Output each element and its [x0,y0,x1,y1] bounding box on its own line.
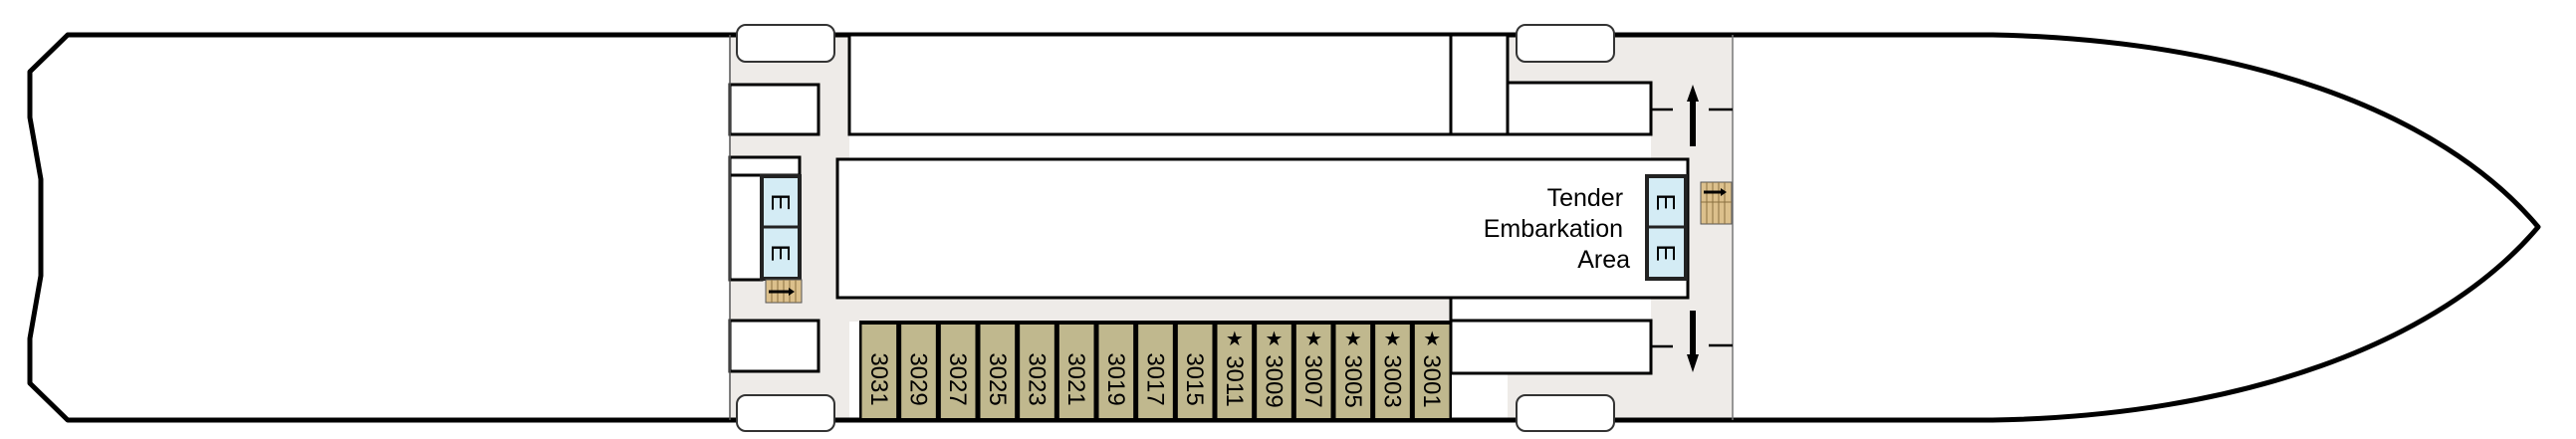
cabin-3021[interactable]: 3021 [1058,325,1094,418]
cabin-number: 3003 [1379,354,1406,407]
room-port-aft-lower [728,319,820,373]
cabin-cell [980,325,1016,418]
cabin-3009[interactable]: ★ 3009 [1257,325,1291,418]
lifeboat-icon [1516,394,1615,432]
cabin-3019[interactable]: 3019 [1098,325,1134,418]
tender-embarkation-area [835,157,1690,300]
arrow-up-icon [1651,85,1733,146]
cabin-3007[interactable]: ★ 3007 [1295,325,1331,418]
cabin-cell [901,325,936,418]
lifeboat-icon [736,394,835,432]
cabin-3001[interactable]: ★ 3001 [1414,325,1450,418]
elevator-label: E [766,193,796,210]
lifeboat-icon [736,24,835,63]
cabin-cell [1295,325,1331,418]
cabin-3025[interactable]: 3025 [980,325,1016,418]
ship-hull [27,32,2541,423]
star-icon: ★ [1423,329,1441,350]
star-icon: ★ [1304,329,1322,350]
stairs-icon [1700,181,1733,225]
cabin-3015[interactable]: 3015 [1177,325,1213,418]
cabin-3003[interactable]: ★ 3003 [1375,325,1410,418]
lifeboat-icon [1516,24,1615,63]
elevator-label: E [766,244,796,261]
cabin-cell [1098,325,1134,418]
cabin-cell [1058,325,1094,418]
cabin-number: 3015 [1181,352,1208,405]
cabin-cell [940,325,976,418]
cabin-cell [1375,325,1410,418]
cabin-cell [1414,325,1450,418]
cabin-number: 3011 [1221,355,1248,407]
cabin-3027[interactable]: 3027 [940,325,976,418]
elevators-fwd: E E [1645,174,1688,281]
star-icon: ★ [1384,329,1402,350]
cabin-number: 3031 [865,352,892,405]
cabin-number: 3029 [905,352,932,405]
lifeboats [736,24,1615,432]
cabin-3011[interactable]: ★ 3011 [1217,325,1253,418]
cabin-3031[interactable]: 3031 [861,325,897,418]
star-icon: ★ [1344,329,1362,350]
cabin-number: 3017 [1142,352,1169,405]
cabin-number: 3023 [1024,352,1051,405]
elevators-aft: E E [760,174,802,281]
cabin-cell [1335,325,1371,418]
svg-text:Tender Embarkation Are: Tender Embarkation Area [1484,184,1630,274]
star-icon: ★ [1226,329,1244,350]
star-icon: ★ [1266,329,1284,350]
tender-label-line2: Embarkation [1484,215,1623,243]
elevator-label: E [1651,244,1681,261]
cabin-3005[interactable]: ★ 3005 [1335,325,1371,418]
cabin-number: 3007 [1299,354,1326,407]
cabin-number: 3021 [1062,352,1089,405]
elevator-label: E [1651,193,1681,210]
cabin-cell [1020,325,1054,418]
cabin-cell [1257,325,1291,418]
cabin-cell [1177,325,1213,418]
arrow-down-icon [1651,311,1733,372]
cabin-number: 3019 [1102,352,1129,405]
stairs-icon [765,279,803,304]
tender-label-line1: Tender [1547,184,1623,212]
tender-label-line3: Area [1577,246,1630,274]
cabin-number: 3005 [1339,354,1366,407]
cabin-cell [1138,325,1173,418]
cabin-number: 3027 [944,352,971,405]
cabin-3023[interactable]: 3023 [1020,325,1054,418]
cabin-number: 3009 [1261,354,1288,407]
cabins: 3031 3029 3027 3025 3023 3021 3019 3017 3015 ★ 301… [861,325,1450,418]
cabin-3017[interactable]: 3017 [1138,325,1173,418]
cabin-number: 3001 [1418,354,1445,407]
cabin-3029[interactable]: 3029 [901,325,936,418]
room-fwd-lower [1449,319,1653,375]
room-port-aft-upper [728,83,820,136]
cabin-cell [1217,325,1253,418]
cabin-cell [861,325,897,418]
cabin-number: 3025 [984,352,1011,405]
